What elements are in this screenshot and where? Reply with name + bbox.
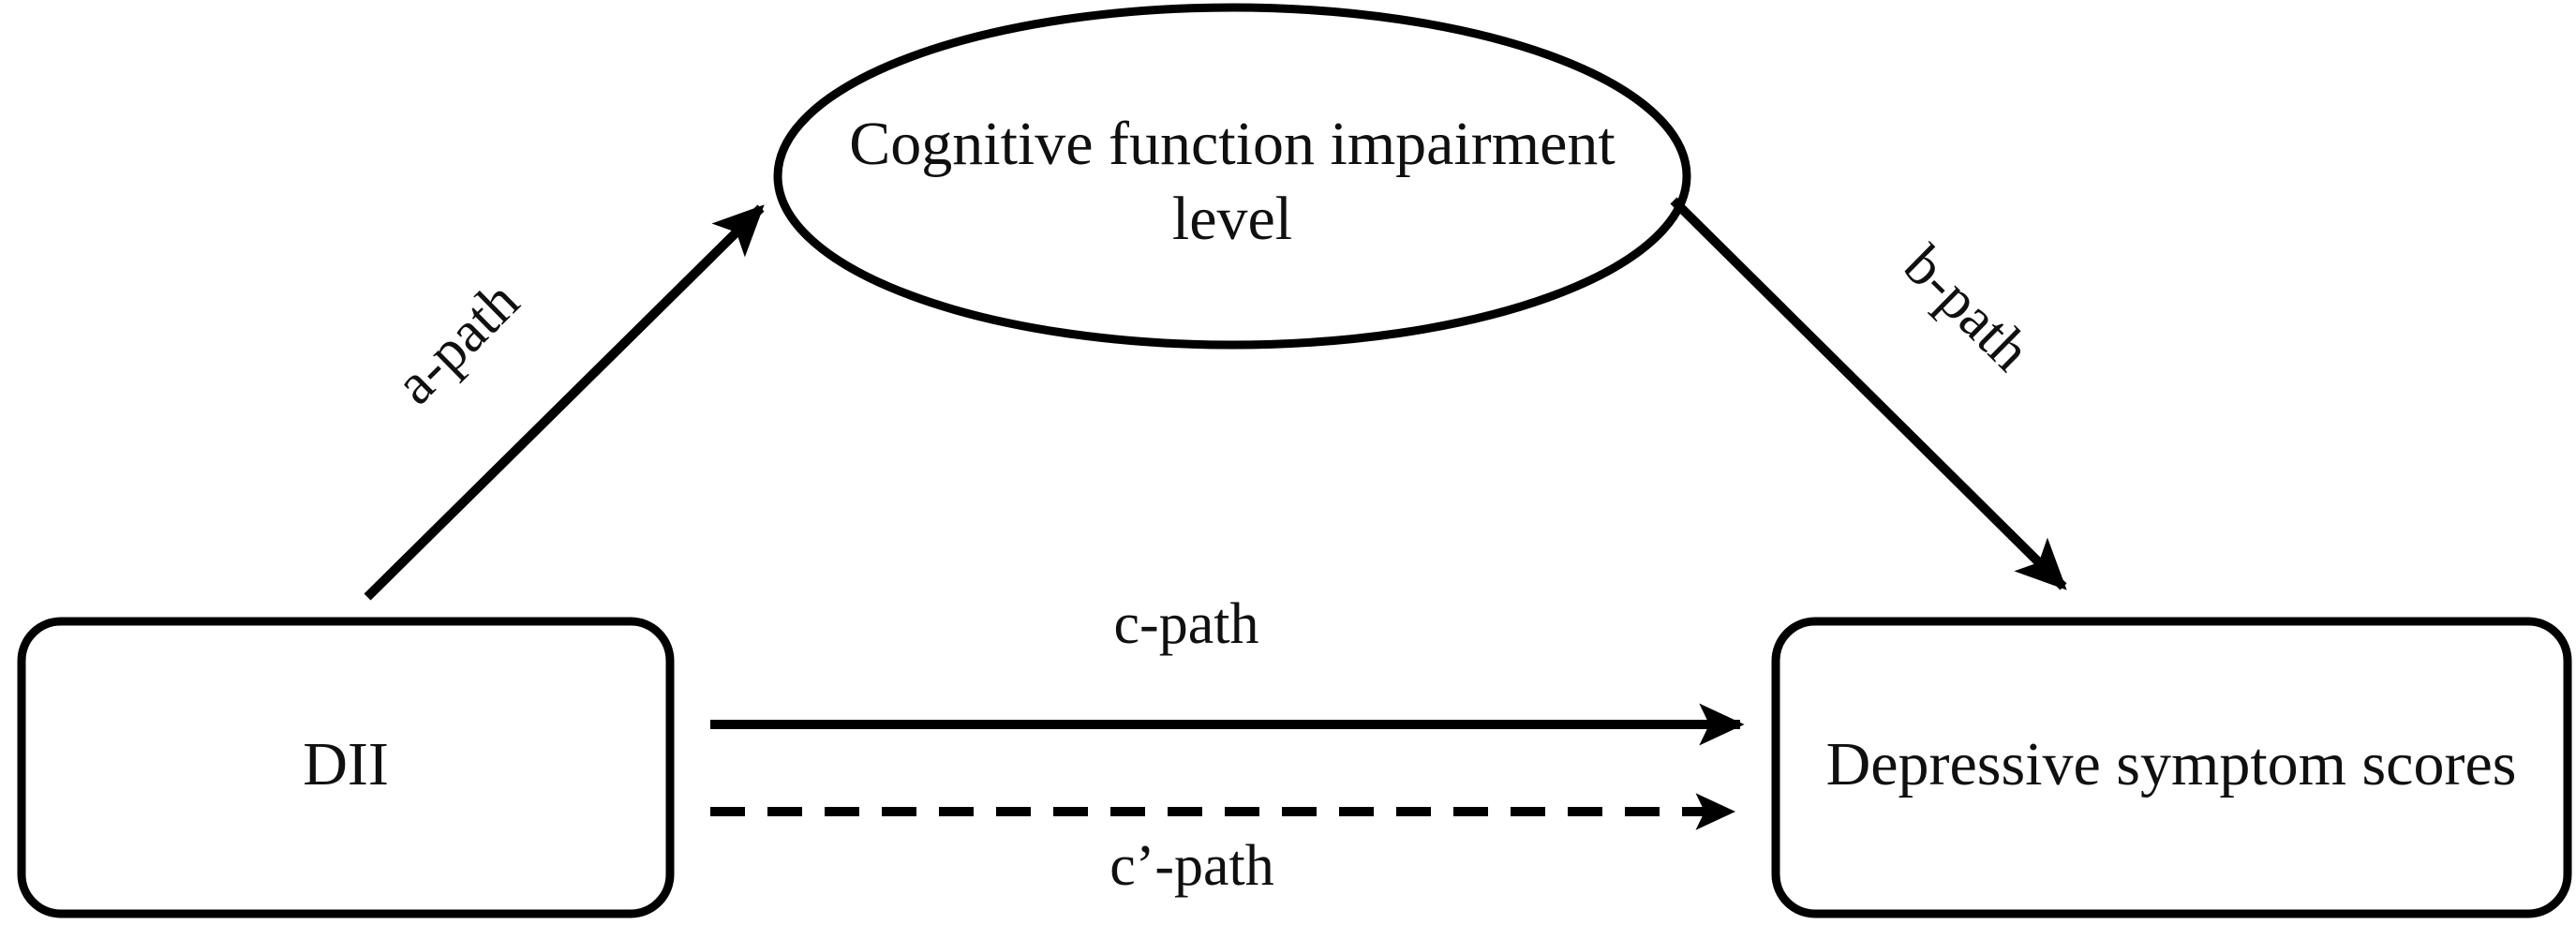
mediator-label-line1: Cognitive function impairment: [849, 110, 1616, 178]
edge-b-path[interactable]: b-path: [1670, 197, 2067, 590]
a-path-arrow: [364, 204, 765, 601]
node-mediator[interactable]: Cognitive function impairment level: [773, 3, 1691, 350]
edge-c-path[interactable]: c-path: [710, 592, 1745, 746]
c-path-label: c-path: [1114, 592, 1259, 656]
b-path-label: b-path: [1892, 233, 2043, 383]
b-path-arrow: [1670, 197, 2067, 590]
node-outcome[interactable]: Depressive symptom scores: [1771, 617, 2572, 918]
node-predictor[interactable]: DII: [17, 617, 675, 918]
a-path-label: a-path: [383, 269, 531, 416]
edge-a-path[interactable]: a-path: [364, 204, 765, 601]
mediator-ellipse-shape: [773, 3, 1691, 350]
edge-c-prime-path[interactable]: c’-path: [710, 793, 1736, 898]
predictor-box-shape: [17, 617, 675, 918]
predictor-label: DII: [303, 730, 389, 798]
mediator-label-line2: level: [1172, 185, 1292, 253]
outcome-box-shape: [1771, 617, 2572, 918]
c-prime-path-label: c’-path: [1109, 834, 1274, 898]
outcome-label: Depressive symptom scores: [1826, 730, 2517, 798]
